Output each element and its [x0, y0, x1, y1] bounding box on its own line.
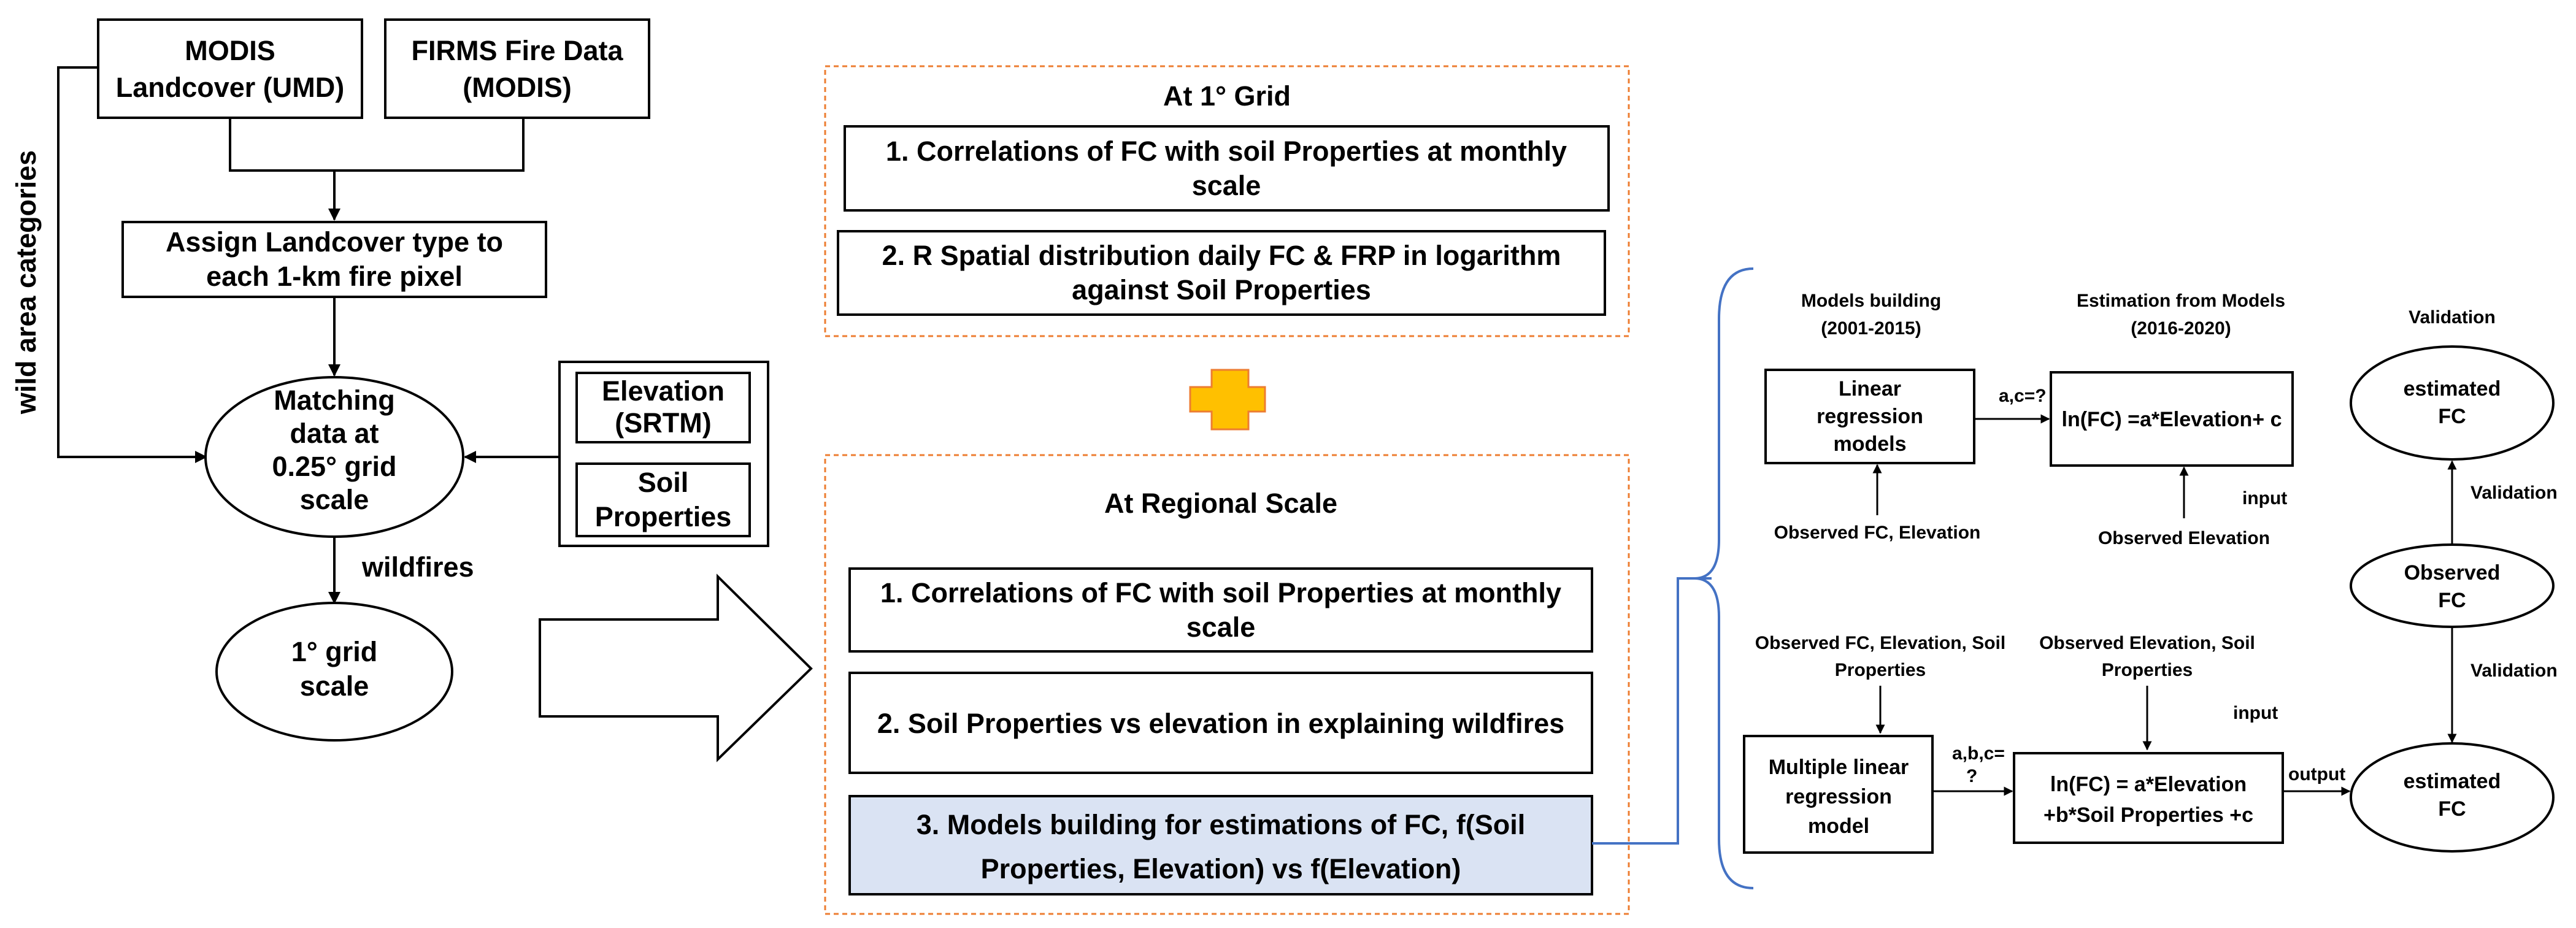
modis-landcover-line1: MODIS: [185, 35, 275, 66]
left-flow: MODIS Landcover (UMD) FIRMS Fire Data (M…: [10, 18, 769, 742]
grid1-line1: 1° grid: [291, 636, 378, 667]
equation-2-box: [2013, 752, 2284, 844]
grid-1deg-ellipse: [215, 602, 453, 742]
wild-area-categories-label: wild area categories: [10, 150, 42, 415]
firms-line2: (MODIS): [463, 72, 571, 103]
assign-line2: each 1-km fire pixel: [206, 261, 463, 292]
estimated-fc-bottom-line1: estimated: [2404, 770, 2501, 793]
models-building-line2: (2001-2015): [1821, 318, 1921, 339]
wildfires-label: wildfires: [361, 551, 474, 583]
estimation-line1: Estimation from Models: [2077, 291, 2285, 311]
soil-line2: Properties: [595, 501, 732, 532]
regional-item-2-line1: 2. Soil Properties vs elevation in expla…: [877, 708, 1564, 739]
grid-item-2-box: [837, 230, 1606, 316]
regional-item-3-line1: 3. Models building for estimations of FC…: [917, 809, 1526, 840]
regional-container: [824, 454, 1630, 915]
big-right-arrow: [539, 573, 813, 762]
equation-2-line2: +b*Soil Properties +c: [2043, 803, 2253, 827]
matching-line4: scale: [300, 484, 369, 515]
observed-fc-elevation: Observed FC, Elevation: [1774, 523, 1981, 543]
abc-line1: a,b,c=: [1952, 743, 2005, 764]
grid-container: [824, 65, 1630, 337]
elevation-line2: (SRTM): [615, 407, 711, 439]
grid-item-2-line2: against Soil Properties: [1072, 274, 1371, 305]
elevation-line1: Elevation: [602, 375, 725, 407]
multiple-regression-box: [1743, 735, 1934, 854]
soil-box: [575, 462, 751, 537]
linear-line1: Linear: [1839, 377, 1901, 401]
output-label: output: [2288, 764, 2345, 784]
modis-landcover-line2: Landcover (UMD): [116, 72, 345, 103]
grid-item-1-line2: scale: [1192, 170, 1261, 201]
firms-line1: FIRMS Fire Data: [411, 35, 623, 66]
observed-elevation: Observed Elevation: [2098, 528, 2270, 548]
multiple-line3: model: [1808, 815, 1869, 838]
wild-area-arrow: [57, 66, 207, 463]
grid-title: At 1° Grid: [1163, 80, 1291, 112]
linear-line3: models: [1833, 432, 1906, 456]
regional-item-3-box: [848, 795, 1593, 895]
grid1-line2: scale: [300, 670, 369, 702]
estimated-fc-top-line1: estimated: [2404, 377, 2501, 401]
soil-line1: Soil: [638, 467, 689, 498]
observed-fc-line1: Observed: [2404, 561, 2501, 585]
validation-low-label: Validation: [2470, 661, 2558, 681]
abc-line2: ?: [1966, 766, 1977, 786]
regional-item-2-box: [848, 672, 1593, 774]
top-merge-line: [229, 118, 525, 172]
regional-item-1-box: [848, 567, 1593, 653]
multiple-line1: Multiple linear: [1769, 756, 1909, 779]
middle-section: At 1° Grid 1. Correlations of FC with so…: [824, 65, 1630, 915]
validation-mid-label: Validation: [2470, 483, 2558, 503]
assign-landcover-box: [121, 221, 547, 298]
observed-fc-line2: FC: [2438, 589, 2466, 612]
obs-fc-elev-soil-line1: Observed FC, Elevation, Soil: [1755, 633, 2005, 653]
models-building-line1: Models building: [1801, 291, 1941, 311]
obs-elev-soil-line1: Observed Elevation, Soil: [2039, 633, 2255, 653]
input-2-label: input: [2233, 703, 2278, 723]
multiple-line2: regression: [1785, 785, 1892, 808]
equation-2-line1: ln(FC) = a*Elevation: [2050, 773, 2247, 796]
obs-elev-soil-line2: Properties: [2102, 660, 2193, 680]
equation-1-box: [2050, 371, 2294, 467]
matching-line1: Matching: [274, 385, 395, 416]
regional-item-1-line1: 1. Correlations of FC with soil Properti…: [880, 577, 1561, 608]
estimated-fc-top-line2: FC: [2438, 405, 2466, 428]
right-section: Models building (2001-2015) Estimation f…: [1743, 291, 2558, 854]
observed-fc-ellipse: [2350, 543, 2555, 628]
estimated-fc-bottom-ellipse: [2350, 742, 2555, 853]
linear-regression-box: [1764, 369, 1975, 464]
estimated-fc-bottom-line2: FC: [2438, 797, 2466, 821]
estimated-fc-top-ellipse: [2350, 345, 2555, 461]
plus-icon: [1189, 369, 1266, 431]
matching-line2: data at: [290, 418, 379, 449]
bracket-connector: [1592, 577, 1712, 845]
curly-bracket: [1694, 267, 1754, 889]
matching-line3: 0.25° grid: [272, 451, 396, 482]
obs-fc-elev-soil-line2: Properties: [1835, 660, 1926, 680]
regional-item-1-line2: scale: [1186, 612, 1256, 643]
firms-fire-data-box: [384, 18, 650, 119]
assign-line1: Assign Landcover type to: [166, 226, 503, 258]
modis-landcover-box: [97, 18, 363, 119]
grid-item-1-line1: 1. Correlations of FC with soil Properti…: [886, 136, 1567, 167]
grid-item-2-line1: 2. R Spatial distribution daily FC & FRP…: [882, 240, 1561, 271]
estimation-line2: (2016-2020): [2131, 318, 2231, 339]
grid-item-1-box: [844, 125, 1610, 212]
elevation-box: [575, 372, 751, 443]
regional-title: At Regional Scale: [1104, 488, 1337, 519]
equation-1: ln(FC) =a*Elevation+ c: [2062, 408, 2282, 431]
validation-header: Validation: [2409, 307, 2496, 328]
linear-line2: regression: [1817, 405, 1923, 428]
regional-item-3-line2: Properties, Elevation) vs f(Elevation): [981, 853, 1461, 884]
input-1-label: input: [2242, 488, 2287, 508]
ac-label: a,c=?: [1999, 386, 2047, 406]
